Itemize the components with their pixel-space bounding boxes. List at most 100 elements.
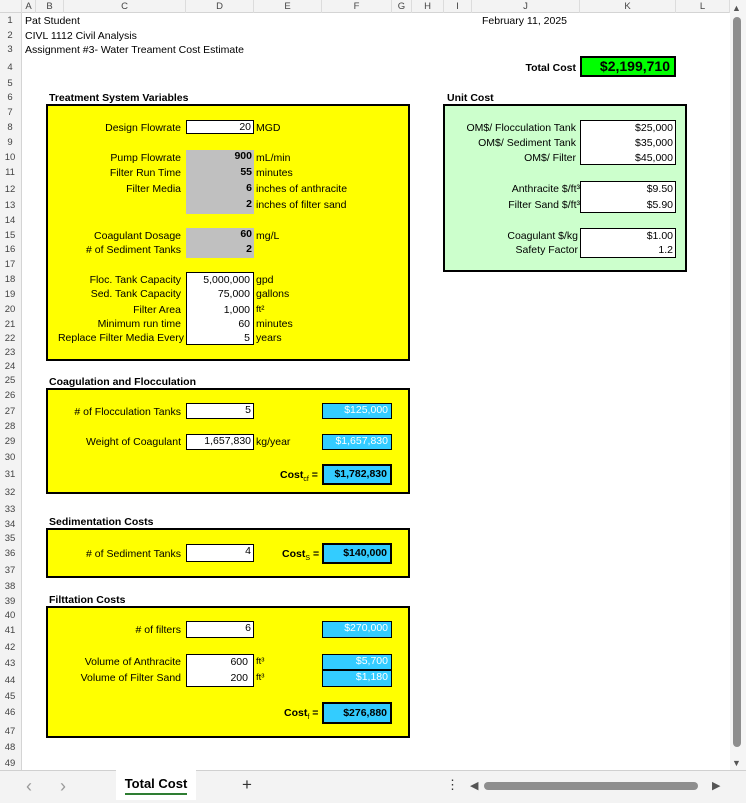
column-a-header[interactable]: A [22,0,36,13]
row-header[interactable]: 13 [4,200,16,211]
design-flowrate-input[interactable]: 20 [186,120,254,134]
row-header[interactable]: 20 [4,304,16,315]
column-l-header[interactable]: L [676,0,730,13]
total-cost-label[interactable]: Total Cost [525,62,576,74]
sed-total-cost[interactable]: $140,000 [322,543,392,564]
row-header[interactable]: 48 [4,742,16,753]
replace-media-unit[interactable]: years [256,332,282,344]
row-header[interactable]: 18 [4,274,16,285]
coag-floc-heading[interactable]: Coagulation and Flocculation [49,376,196,388]
total-cost-value[interactable]: $2,199,710 [580,56,676,77]
column-j-header[interactable]: J [472,0,580,13]
column-c-header[interactable]: C [64,0,186,13]
column-i-header[interactable]: I [444,0,472,13]
row-header[interactable]: 17 [4,259,16,270]
row-header[interactable]: 49 [4,758,16,769]
more-options-icon[interactable]: ⋮ [446,777,459,792]
row-header[interactable]: 10 [4,152,16,163]
column-f-header[interactable]: F [322,0,392,13]
sediment-tanks-input[interactable]: 2 [186,243,254,258]
om-filter-label[interactable]: OM$/ Filter [524,152,576,164]
sedimentation-heading[interactable]: Sedimentation Costs [49,516,154,528]
coagulant-dosage-label[interactable]: Coagulant Dosage [94,230,181,242]
scroll-down-icon[interactable]: ▼ [732,758,741,768]
anthracite-cost-value[interactable]: $9.50 [646,183,673,195]
row-header[interactable]: 6 [7,92,13,103]
floc-tanks-label[interactable]: # of Flocculation Tanks [74,406,181,418]
scroll-left-icon[interactable]: ◀ [470,780,479,792]
column-d-header[interactable]: D [186,0,254,13]
column-k-header[interactable]: K [580,0,676,13]
sand-cost[interactable]: $1,180 [322,670,392,687]
row-header[interactable]: 23 [4,347,16,358]
coagulant-dosage-unit[interactable]: mg/L [256,230,280,242]
row-header[interactable]: 28 [4,421,16,432]
row-header[interactable]: 22 [4,333,16,344]
sediment-tanks-label[interactable]: # of Sediment Tanks [86,244,181,256]
row-header[interactable]: 44 [4,675,16,686]
om-sed-value[interactable]: $35,000 [635,137,673,149]
min-run-time-unit[interactable]: minutes [256,318,293,330]
row-header[interactable]: 39 [4,596,16,607]
replace-media-value[interactable]: 5 [244,332,250,344]
min-run-time-label[interactable]: Minimum run time [97,318,181,330]
row-header[interactable]: 27 [4,406,16,417]
filter-sand-cost-label[interactable]: Filter Sand $/ft³ [508,199,580,211]
row-header[interactable]: 14 [4,215,16,226]
row-header[interactable]: 29 [4,436,16,447]
row-header[interactable]: 5 [7,78,13,89]
floc-capacity-unit[interactable]: gpd [256,274,274,286]
row-header[interactable]: 31 [4,469,16,480]
vertical-scroll-thumb[interactable] [733,17,741,747]
row-header[interactable]: 33 [4,504,16,515]
scroll-right-icon[interactable]: ▶ [712,780,721,792]
sed-capacity-value[interactable]: 75,000 [217,288,250,300]
anthracite-volume-label[interactable]: Volume of Anthracite [84,656,181,668]
coagulant-dosage-input[interactable]: 60 [186,228,254,244]
filt-total-cost[interactable]: $276,880 [322,702,392,724]
replace-media-label[interactable]: Replace Filter Media Every [57,332,184,344]
design-flowrate-label[interactable]: Design Flowrate [105,122,181,134]
sand-volume-unit[interactable]: ft³ [256,672,265,683]
sed-tanks-input[interactable]: 4 [186,544,254,562]
sheet-tab-total-cost[interactable]: Total Cost [116,770,196,800]
floc-tanks-cost[interactable]: $125,000 [322,403,392,419]
row-header[interactable]: 36 [4,548,16,559]
unit-cost-heading[interactable]: Unit Cost [447,92,494,104]
coagulant-weight-cost[interactable]: $1,657,830 [322,434,392,450]
om-floc-label[interactable]: OM$/ Flocculation Tank [466,122,576,134]
assignment-title[interactable]: Assignment #3- Water Treament Cost Estim… [25,44,245,56]
scroll-up-icon[interactable]: ▲ [732,3,741,13]
row-header[interactable]: 3 [7,44,13,55]
filtration-heading[interactable]: Filttation Costs [49,594,126,606]
row-header[interactable]: 42 [4,642,16,653]
safety-factor-value[interactable]: 1.2 [658,244,673,256]
om-floc-value[interactable]: $25,000 [635,122,673,134]
floc-capacity-value[interactable]: 5,000,000 [203,274,250,286]
sand-volume-value[interactable]: 200 [230,672,248,684]
anthracite-volume-unit[interactable]: ft³ [256,656,265,667]
anthracite-volume-value[interactable]: 600 [230,656,248,668]
filters-cost[interactable]: $270,000 [322,621,392,638]
filter-run-time-label[interactable]: Filter Run Time [109,167,181,179]
row-header[interactable]: 32 [4,487,16,498]
filter-run-time-input[interactable]: 55 [186,166,254,182]
coagulant-weight-label[interactable]: Weight of Coagulant [86,436,181,448]
date-cell[interactable]: February 11, 2025 [482,15,568,27]
row-header[interactable]: 7 [7,107,13,118]
filter-media-label[interactable]: Filter Media [126,183,181,195]
add-sheet-button[interactable]: + [242,775,252,794]
om-filter-value[interactable]: $45,000 [635,152,673,164]
row-header[interactable]: 47 [4,726,16,737]
column-b-header[interactable]: B [36,0,64,13]
row-header[interactable]: 38 [4,581,16,592]
anthracite-depth-input[interactable]: 6 [186,182,254,198]
row-header[interactable]: 26 [4,390,16,401]
sed-tanks-label[interactable]: # of Sediment Tanks [86,548,181,560]
column-g-header[interactable]: G [392,0,412,13]
select-all-corner[interactable] [0,0,22,13]
pump-flowrate-unit[interactable]: mL/min [256,152,291,164]
row-header[interactable]: 1 [7,15,13,26]
row-header[interactable]: 19 [4,289,16,300]
coagulant-weight-unit[interactable]: kg/year [256,436,291,448]
